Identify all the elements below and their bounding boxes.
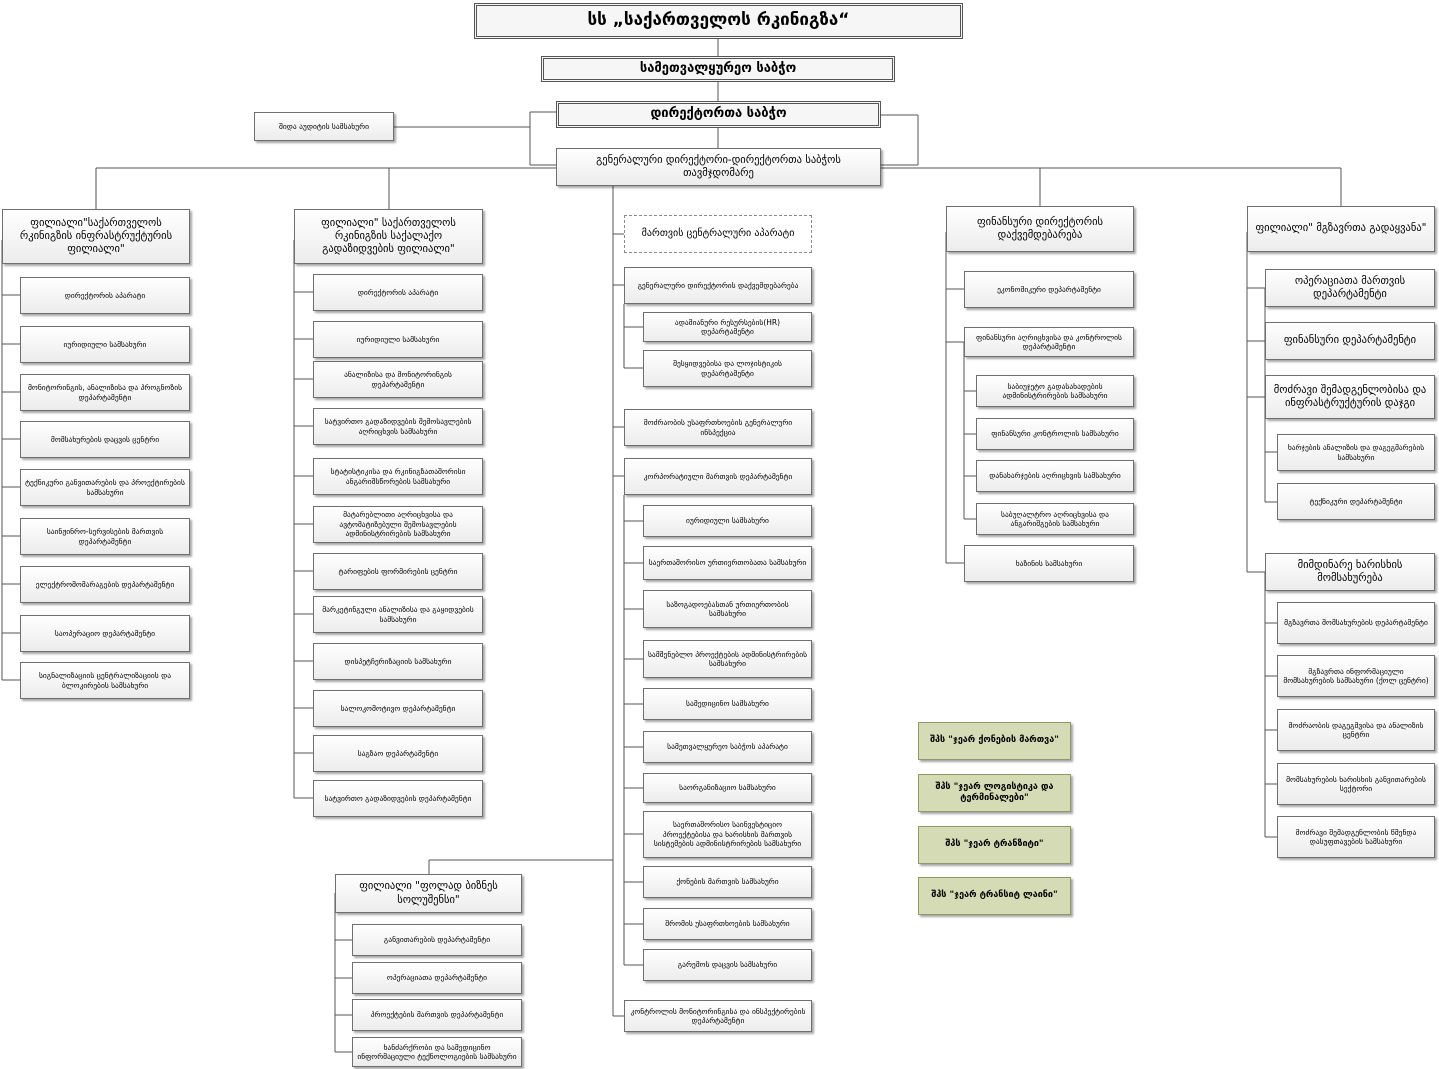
col2-item: საგზაო დეპარტამენტი <box>313 735 483 772</box>
col1-item: მომსახურების დაცვის ცენტრი <box>20 421 190 458</box>
col3-item: სამეთვალყურეო საბჭოს აპარატი <box>643 731 812 763</box>
col2-item: სატვირთო გადაზიდვების შემოსავლების აღრიც… <box>313 408 483 445</box>
col1-item: ელექტრომომარაგების დეპარტამენტი <box>20 566 190 603</box>
col4-item: ხაზინის სამსახური <box>964 545 1134 582</box>
col5-item: ტექნიკური დეპარტამენტი <box>1277 483 1435 520</box>
col2-item: სატვირთო გადაზიდვების დეპარტამენტი <box>313 780 483 817</box>
subsidiary-box: შპს "ჯეარ ტრანზიტი" <box>918 826 1071 864</box>
col1-item: იურიდიული სამსახური <box>20 326 190 363</box>
col3-item: გარემოს დაცვის სამსახური <box>643 949 812 981</box>
col5-item: მოძრავი შემადგენლობისა და ინფრასტრუქტური… <box>1265 375 1435 419</box>
col5-item: მომსახურების ხარისხის განვითარების სექტო… <box>1277 763 1435 805</box>
col4-item: ფინანსური კონტროლის სამსახური <box>976 418 1134 450</box>
col5-item: მოძრაობის დაგეგმვისა და ანალიზის ცენტრი <box>1277 709 1435 751</box>
company-title: სს „საქართველოს რკინიგზა“ <box>474 3 963 39</box>
col4-item: საბიუჯეტო გადასახადების ადმინისტრირების … <box>976 375 1134 407</box>
internal-audit: შიდა აუდიტის სამსახური <box>254 112 394 141</box>
col2-item: სალოკომოტივო დეპარტამენტი <box>313 690 483 727</box>
col3-item: ქონების მართვის სამსახური <box>643 866 812 898</box>
col3-item: სამშენებლო პროექტების ადმინისტრირების სა… <box>643 640 812 678</box>
col5-item: მოძრავი შემადგენლობის წმენდა დასუფთავები… <box>1277 816 1435 858</box>
col2-item: მარკეტინგული ანალიზისა და გაყიდვების სამ… <box>313 596 483 633</box>
col5-item: ხარჯების ანალიზის და დაგეგმარების სამსახ… <box>1277 434 1435 471</box>
col3-item: საზოგადოებასთან ურთიერთობის სამსახური <box>643 590 812 628</box>
col1-item: საინჟინრო-სერვისების მართვის დეპარტამენტ… <box>20 518 190 555</box>
subsidiary-box: შპს "ჯეარ ლოგისტიკა და ტერმინალები" <box>918 774 1071 812</box>
col5-item: მიმდინარე ხარისხის მომსახურება <box>1265 553 1435 591</box>
ceo-box: გენერალური დირექტორი-დირექტორთა საბჭოს თ… <box>556 148 881 186</box>
col5-item: მგზავრთა ინფორმაციული მომსახურების სამსა… <box>1277 655 1435 697</box>
col3-item: სამედიცინო სამსახური <box>643 688 812 720</box>
col2-head: ფილიალი" საქართველოს რკინიგზის საქალაქო … <box>294 209 483 264</box>
subsidiary-box: შპს "ჯეარ ტრანსიტ ლაინი" <box>918 877 1071 915</box>
col3-item: კორპორატიული მართვის დეპარტამენტი <box>624 458 812 495</box>
col4-item: ეკონომიკური დეპარტამენტი <box>964 271 1134 308</box>
col3-item: შრომის უსაფრთხოების სამსახური <box>643 908 812 940</box>
subsidiary-box: შპს "ჯეარ ქონების მართვა" <box>918 722 1071 760</box>
col2-item: ანალიზისა და მონიტორინგის დეპარტამენტი <box>313 361 483 398</box>
col3-item: საერთაშორისო ურთიერთობათა სამსახური <box>643 546 812 580</box>
col3-item: იურიდიული სამსახური <box>643 505 812 537</box>
col5-item: მგზავრთა მომსახურების დეპარტამენტი <box>1277 602 1435 644</box>
col4-item: დანახარჯების აღრიცხვის სამსახური <box>976 460 1134 492</box>
col3-item: მოძრაობის უსაფრთხოების გენერალური ინსპექ… <box>624 409 812 446</box>
col6-item: ოპერაციათა დეპარტამენტი <box>352 962 522 994</box>
col4-head: ფინანსური დირექტორის დაქვემდებარება <box>946 206 1134 252</box>
col3-head: მართვის ცენტრალური აპარატი <box>624 215 812 253</box>
col5-item: ოპერაციათა მართვის დეპარტამენტი <box>1265 269 1435 307</box>
col1-item: დირექტორის აპარატი <box>20 277 190 314</box>
col1-item: მონიტორინგის, ანალიზისა და პროგნოზის დეპ… <box>20 374 190 411</box>
col4-item: საბუღალტრო აღრიცხვისა და ანგარიშგების სა… <box>976 503 1134 535</box>
col6-head: ფილიალი "ფოლად ბიზნეს სოლუშენსი" <box>335 874 522 913</box>
col3-item: საორგანიზაციო სამსახური <box>643 773 812 803</box>
col2-item: დირექტორის აპარატი <box>313 274 483 311</box>
col1-item: საოპერაციო დეპარტამენტი <box>20 615 190 652</box>
directors-board: დირექტორთა საბჭო <box>556 101 881 128</box>
col4-item: ფინანსური აღრიცხვისა და კონტროლის დეპარტ… <box>964 327 1134 357</box>
col2-item: სტატისტიკისა და რკინიგზათაშორისი ანგარიშ… <box>313 458 483 495</box>
col2-item: დისპეტჩერიზაციის სამსახური <box>313 643 483 680</box>
col6-item: განვითარების დეპარტამენტი <box>352 924 522 956</box>
col3-item: საერთაშორისო საინვესტიციო პროექტებისა და… <box>643 811 812 858</box>
col3-item: შესყიდვებისა და ლოჯისტიკის დეპარტამენტი <box>643 350 812 387</box>
col6-item: პროექტების მართვის დეპარტამენტი <box>352 999 522 1031</box>
col5-item: ფინანსური დეპარტამენტი <box>1265 322 1435 360</box>
col1-item: ტექნიკური განვითარების და პროექტირების ს… <box>20 469 190 506</box>
col5-head: ფილიალი" მგზავრთა გადაყვანა" <box>1247 206 1435 252</box>
col1-item: სიგნალიზაციის ცენტრალიზაციის და ბლოკირებ… <box>20 662 190 699</box>
col3-item: ადამიანური რესურსების(HR) დეპარტამენტი <box>643 312 812 342</box>
supervisory-board: სამეთვალყურეო საბჭო <box>541 56 895 82</box>
col2-item: იურიდიული სამსახური <box>313 321 483 358</box>
col1-head: ფილიალი"საქართველოს რკინიგზის ინფრასტრუქ… <box>2 209 190 264</box>
col2-item: ტარიფების ფორმირების ცენტრი <box>313 553 483 590</box>
col3-item: გენერალური დირექტორის დაქვემდებარება <box>624 267 812 304</box>
col3-item: კონტროლის მონიტორინგისა და ინსპექტირების… <box>624 1000 812 1032</box>
col2-item: მატარებლითი აღრიცხვისა და ავტომატიზებული… <box>313 506 483 543</box>
col6-item: ხანძარქრობი და სამედიცინო ინფორმაციული ტ… <box>352 1037 522 1067</box>
